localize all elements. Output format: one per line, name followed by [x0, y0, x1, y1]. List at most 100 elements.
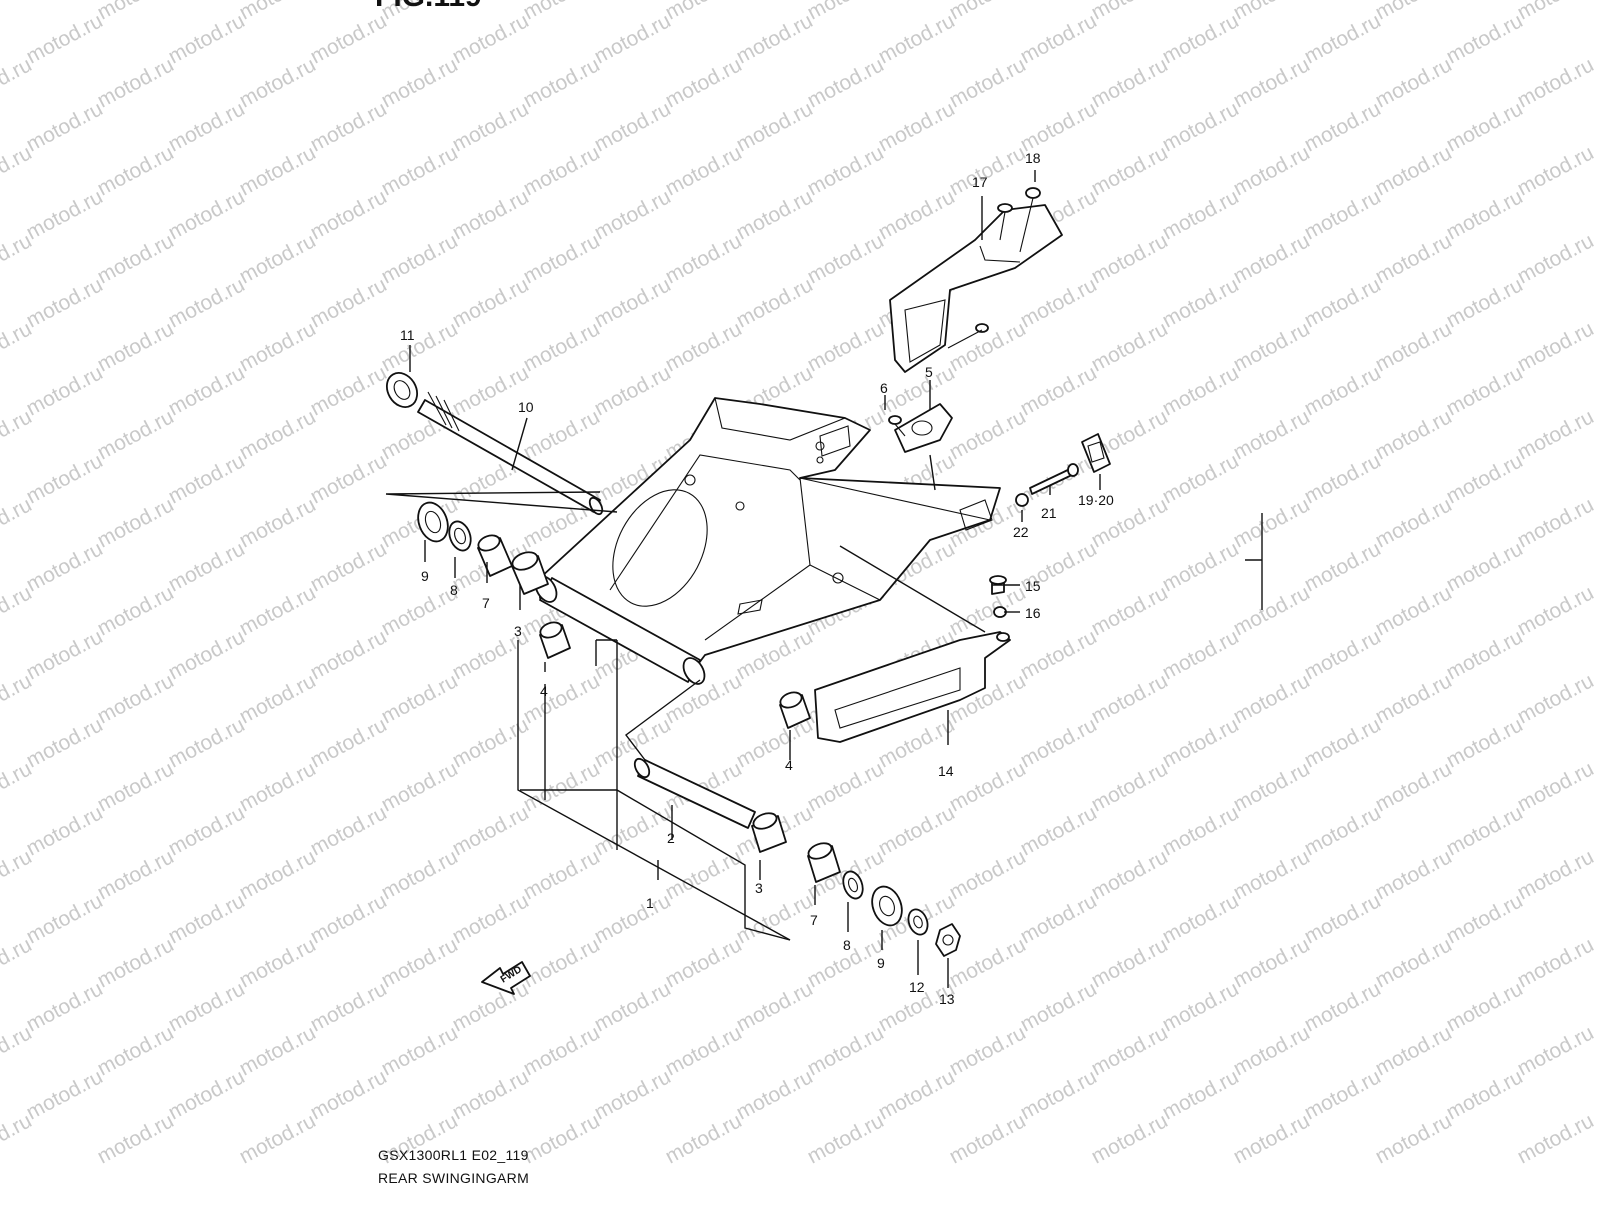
watermark-text: motod.ru	[520, 933, 604, 992]
watermark-text: motod.ru	[0, 0, 36, 24]
watermark-text: motod.ru	[1443, 185, 1527, 244]
callout-3b: 3	[755, 880, 763, 896]
watermark-text: motod.ru	[1443, 537, 1527, 596]
watermark-text: motod.ru	[1443, 97, 1527, 156]
watermark-text: motod.ru	[23, 273, 107, 332]
watermark-text: motod.ru	[307, 801, 391, 860]
watermark-text: motod.ru	[591, 185, 675, 244]
watermark-text: motod.ru	[378, 581, 462, 640]
watermark-text: motod.ru	[1017, 361, 1101, 420]
watermark-text: motod.ru	[1372, 669, 1456, 728]
watermark-text: motod.ru	[236, 0, 320, 24]
watermark-text: motod.ru	[1514, 845, 1598, 904]
watermark-text: motod.ru	[733, 977, 817, 1036]
watermark-text: motod.ru	[165, 449, 249, 508]
watermark-text: motod.ru	[1301, 713, 1385, 772]
watermark-text: motod.ru	[804, 1021, 888, 1080]
leader-lines	[385, 170, 1263, 988]
watermark-text: motod.ru	[804, 317, 888, 376]
watermark-text: motod.ru	[1159, 97, 1243, 156]
watermark-text: motod.ru	[1301, 889, 1385, 948]
watermark-text: motod.ru	[1372, 757, 1456, 816]
watermark-text: motod.ru	[1088, 141, 1172, 200]
watermark-text: motod.ru	[378, 1021, 462, 1080]
watermark-text: motod.ru	[378, 229, 462, 288]
watermark-text: motod.ru	[94, 229, 178, 288]
watermark-text: motod.ru	[165, 9, 249, 68]
watermark-text: motod.ru	[662, 1109, 746, 1168]
bracket-5	[888, 403, 953, 453]
watermark-text: motod.ru	[236, 933, 320, 992]
watermark-text: motod.ru	[23, 9, 107, 68]
watermark-text: motod.ru	[1017, 889, 1101, 948]
watermark-text: motod.ru	[1230, 405, 1314, 464]
watermark-text: motod.ru	[378, 669, 462, 728]
watermark-text: motod.ru	[23, 889, 107, 948]
watermark-text: motod.ru	[1159, 537, 1243, 596]
watermark-text: motod.ru	[1230, 0, 1314, 24]
watermark-text: motod.ru	[1159, 1065, 1243, 1124]
chain-guide	[814, 631, 1011, 743]
callout-21: 21	[1041, 505, 1057, 521]
watermark-text: motod.ru	[1372, 53, 1456, 112]
watermark-text: motod.ru	[520, 1021, 604, 1080]
watermark-text: motod.ru	[520, 317, 604, 376]
watermark-text: motod.ru	[1017, 97, 1101, 156]
watermark-text: motod.ru	[1514, 493, 1598, 552]
callout-13: 13	[939, 991, 955, 1007]
watermark-text: motod.ru	[1443, 889, 1527, 948]
watermark-text: motod.ru	[1514, 669, 1598, 728]
watermark-text: motod.ru	[733, 713, 817, 772]
watermark-text: motod.ru	[733, 273, 817, 332]
watermark-text: motod.ru	[1230, 53, 1314, 112]
watermark-text: motod.ru	[1443, 9, 1527, 68]
watermark-text: motod.ru	[23, 801, 107, 860]
watermark-text: motod.ru	[449, 889, 533, 948]
watermark-text: motod.ru	[23, 713, 107, 772]
small-hardware	[989, 433, 1111, 618]
watermark-text: motod.ru	[1017, 9, 1101, 68]
watermark-text: motod.ru	[1443, 801, 1527, 860]
watermark-text: motod.ru	[1088, 1109, 1172, 1168]
watermark-text: motod.ru	[94, 669, 178, 728]
watermark-text: motod.ru	[307, 273, 391, 332]
watermark-text: motod.ru	[875, 9, 959, 68]
watermark-text: motod.ru	[165, 361, 249, 420]
watermark-text: motod.ru	[307, 1065, 391, 1124]
watermark-text: motod.ru	[804, 53, 888, 112]
watermark-text: motod.ru	[1301, 449, 1385, 508]
watermark-text: motod.ru	[1017, 713, 1101, 772]
watermark-text: motod.ru	[307, 713, 391, 772]
left-bearing-stack	[417, 501, 549, 595]
watermark-text: motod.ru	[94, 141, 178, 200]
lower-parts	[539, 621, 961, 957]
watermark-text: motod.ru	[165, 1065, 249, 1124]
callout-6: 6	[880, 380, 888, 396]
watermark-text: motod.ru	[1301, 537, 1385, 596]
watermark-text: motod.ru	[804, 1109, 888, 1168]
watermark-text: motod.ru	[236, 757, 320, 816]
watermark-text: motod.ru	[662, 53, 746, 112]
watermark-text: motod.ru	[1159, 801, 1243, 860]
watermark-text: motod.ru	[946, 757, 1030, 816]
watermark-text: motod.ru	[1443, 977, 1527, 1036]
watermark-text: motod.ru	[94, 1109, 178, 1168]
watermark-text: motod.ru	[1372, 141, 1456, 200]
callout-16: 16	[1025, 605, 1041, 621]
watermark-text: motod.ru	[662, 0, 746, 24]
watermark-text: motod.ru	[1017, 977, 1101, 1036]
watermark-text: motod.ru	[875, 97, 959, 156]
watermark-text: motod.ru	[94, 405, 178, 464]
pivot-shaft	[386, 372, 604, 516]
watermark-text: motod.ru	[804, 141, 888, 200]
watermark-text: motod.ru	[1372, 845, 1456, 904]
watermark-text: motod.ru	[1301, 1065, 1385, 1124]
watermark-text: motod.ru	[94, 53, 178, 112]
watermark-text: motod.ru	[449, 713, 533, 772]
watermark-text: motod.ru	[804, 0, 888, 24]
watermark-text: motod.ru	[1301, 273, 1385, 332]
watermark-text: motod.ru	[378, 845, 462, 904]
watermark-text: motod.ru	[165, 273, 249, 332]
watermark-text: motod.ru	[236, 1021, 320, 1080]
callout-7b: 7	[810, 912, 818, 928]
